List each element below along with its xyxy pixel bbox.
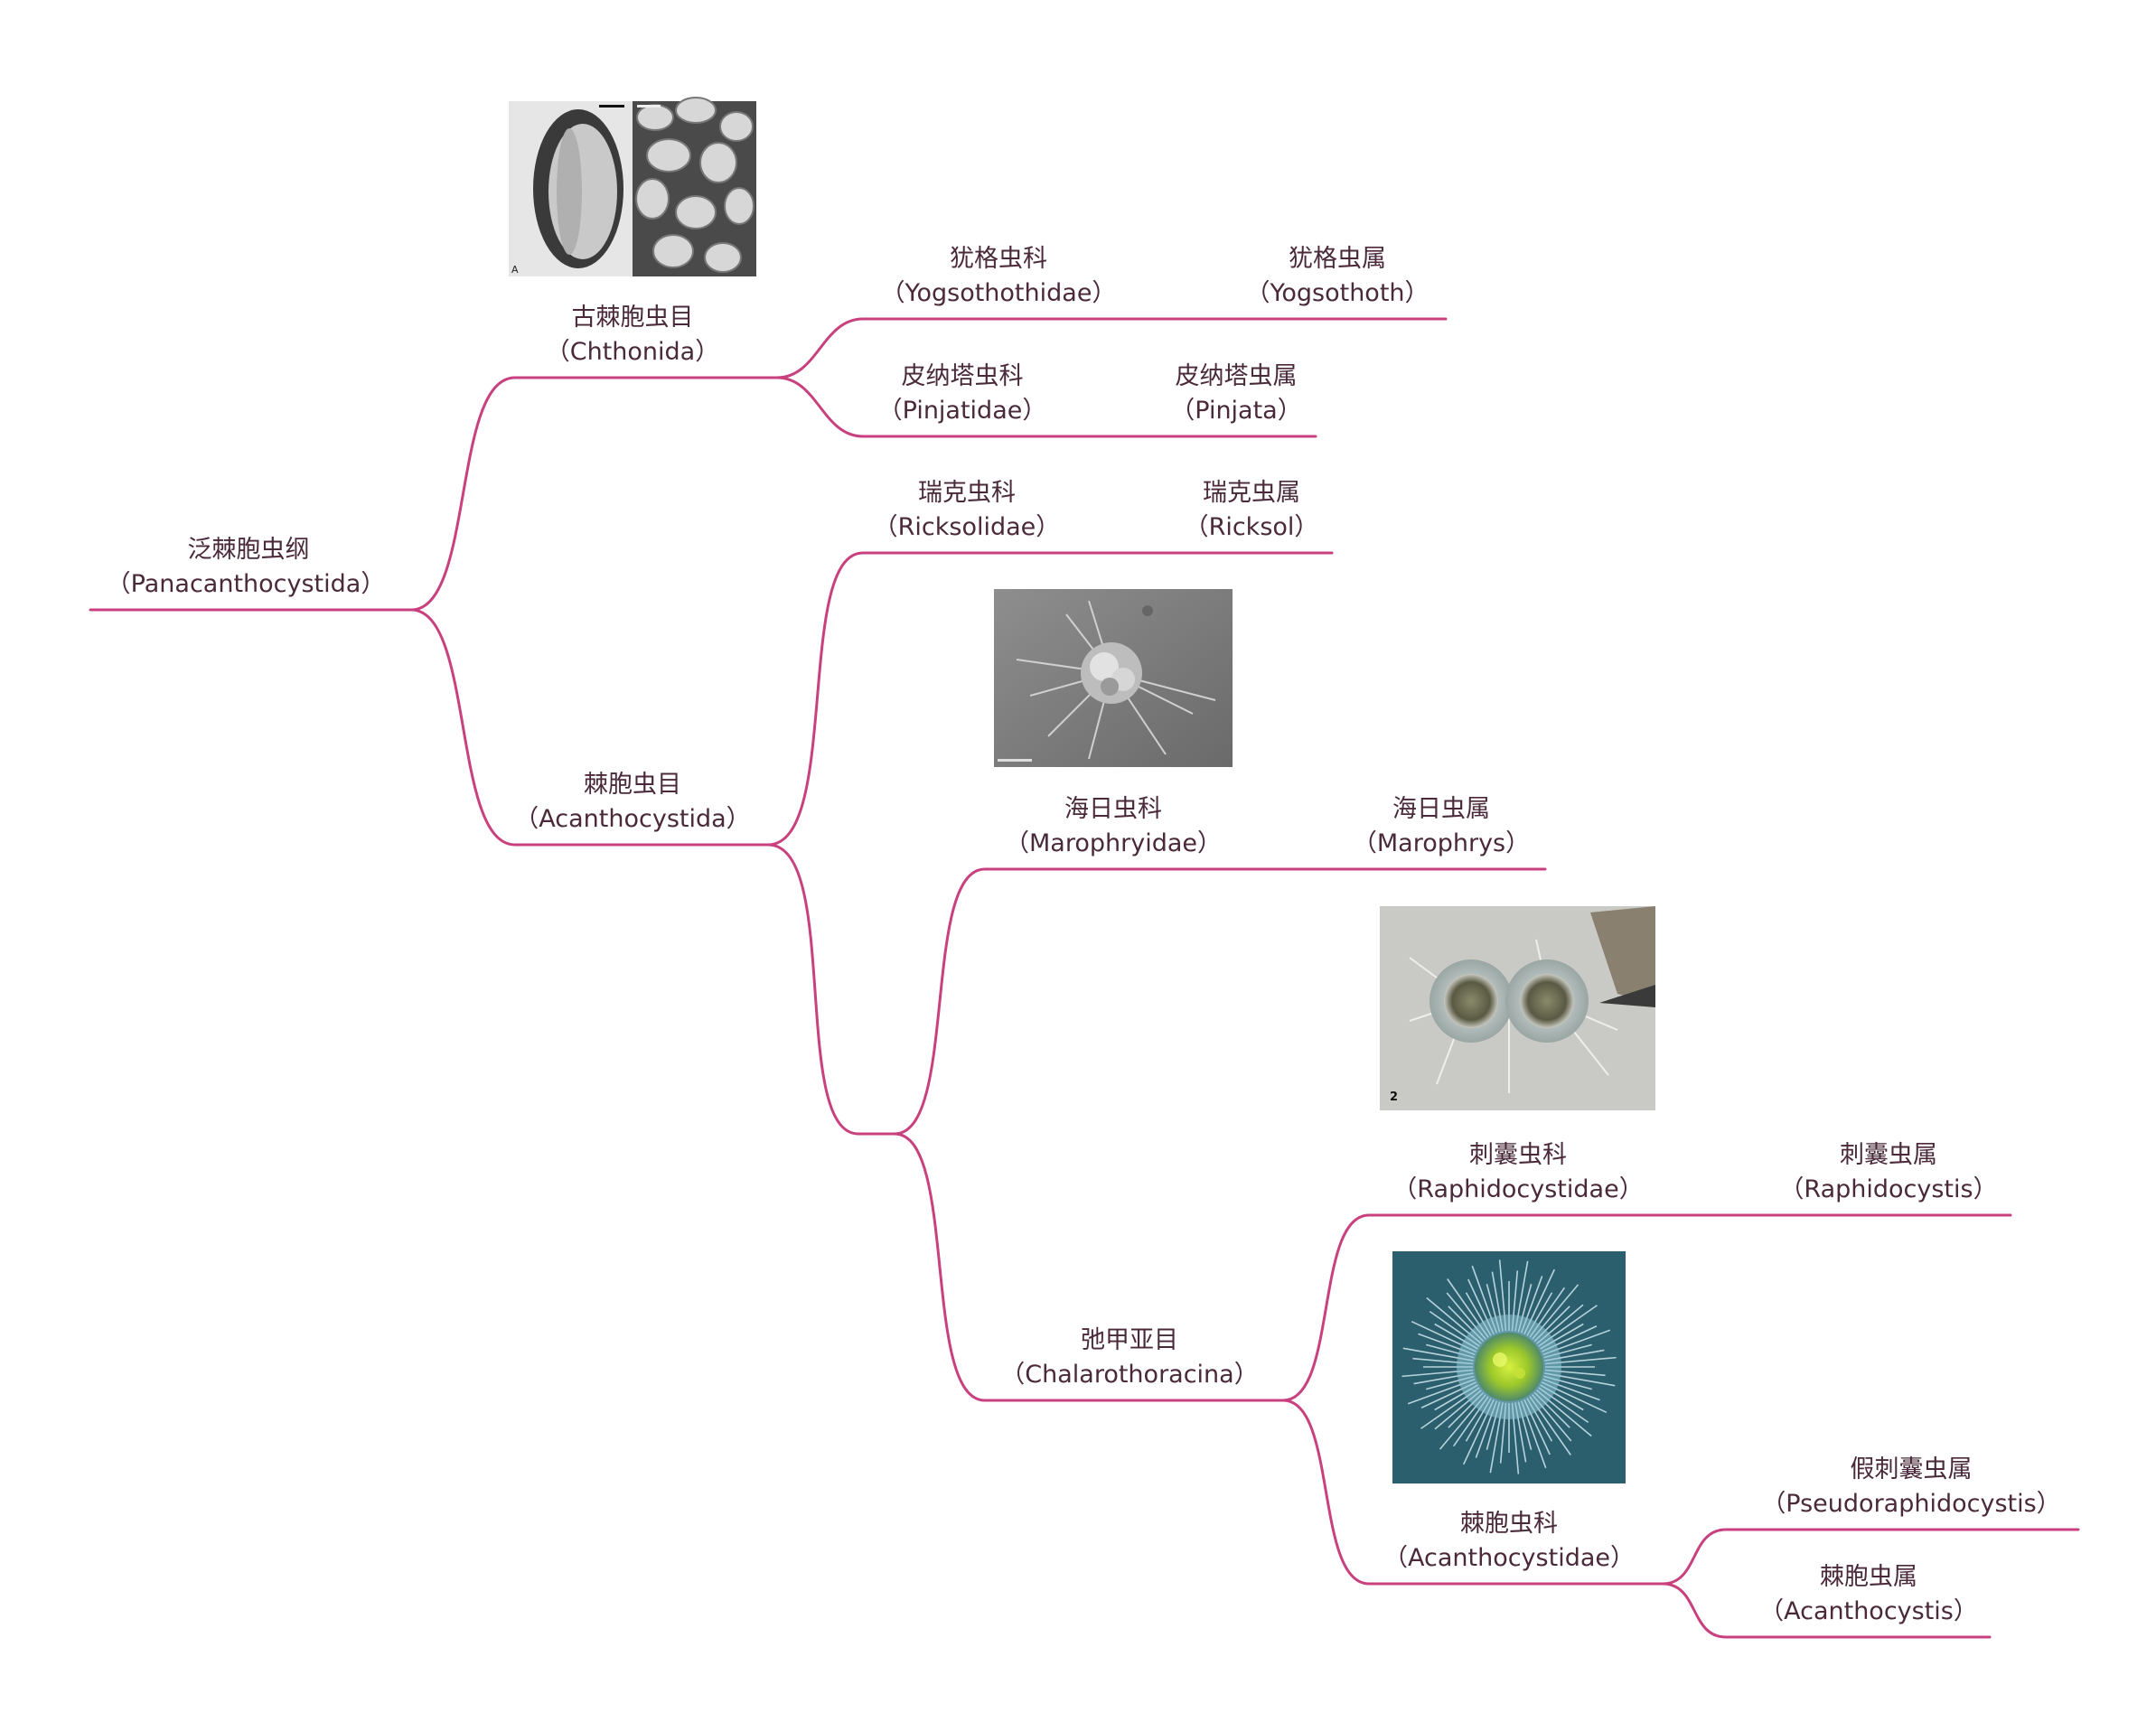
node-latin-name: （Panacanthocystida） [107,570,386,598]
node-cn-name: 皮纳塔虫属 [1176,362,1298,390]
node-latin-name: （Chthonida） [546,338,719,366]
node-cn-name: 犹格虫属 [1289,245,1386,273]
node-root: 泛棘胞虫纲 （Panacanthocystida） [107,536,386,598]
node-cn-name: 皮纳塔虫科 [902,362,1024,390]
node-cn-name: 瑞克虫属 [1203,479,1300,507]
node-cn-name: 犹格虫科 [950,245,1047,273]
node-pinjatidae: 皮纳塔虫科 （Pinjatidae） [878,362,1047,425]
node-yogsothoth: 犹格虫属 （Yogsothoth） [1245,245,1429,307]
node-ricksol: 瑞克虫属 （Ricksol） [1185,479,1319,541]
node-latin-name: （Marophrys） [1353,829,1530,857]
node-latin-name: （Ricksolidae） [874,513,1061,541]
branch-chalarothoracina-raphidocystidae [1281,1213,2012,1402]
branch-junction-marophryidae [893,867,1547,1136]
node-cn-name: 棘胞虫目 [584,771,681,799]
node-cn-name: 棘胞虫属 [1820,1563,1917,1591]
marophryidae-photo [994,589,1233,767]
branch-root-acanthocystida [409,608,770,847]
node-latin-name: （Acanthocystida） [514,805,750,833]
node-latin-name: （Ricksol） [1185,513,1319,541]
node-pinjata: 皮纳塔虫属 （Pinjata） [1170,362,1301,425]
node-latin-name: （Pseudoraphidocystis） [1761,1490,2060,1518]
node-acanthocystida: 棘胞虫目 （Acanthocystida） [514,771,750,833]
node-cn-name: 刺囊虫科 [1469,1141,1567,1169]
node-cn-name: 棘胞虫科 [1460,1510,1558,1538]
branch-root-chthonida [409,376,779,612]
svg-text:A: A [511,264,519,276]
node-chthonida: 古棘胞虫目 （Chthonida） [546,304,719,366]
branch-acanthocystida-junction [766,843,896,1136]
node-marophryidae: 海日虫科 （Marophryidae） [1005,795,1222,857]
node-latin-name: （Chalarothoracina） [1000,1361,1258,1389]
node-latin-name: （Yogsothothidae） [881,279,1117,307]
branch-acanthocystida-ricksolidae [766,551,1334,847]
node-latin-name: （Marophryidae） [1005,829,1222,857]
branch-chthonida-yogsothothidae [775,317,1448,379]
node-latin-name: （Acanthocystis） [1759,1597,1978,1625]
node-raphidocystidae: 刺囊虫科 （Raphidocystidae） [1392,1141,1643,1203]
node-latin-name: （Raphidocystidae） [1392,1175,1643,1203]
branch-chalarothoracina-acanthocystidae [1281,1399,1664,1586]
branch-acanthocystidae-pseudoraphidocystis [1661,1528,2080,1586]
node-yogsothothidae: 犹格虫科 （Yogsothothidae） [881,245,1117,307]
node-cn-name: 泛棘胞虫纲 [188,536,310,564]
svg-text:2: 2 [1390,1090,1398,1104]
node-latin-name: （Acanthocystidae） [1383,1544,1635,1572]
node-pseudoraphidocystis: 假刺囊虫属 （Pseudoraphidocystis） [1761,1455,2060,1518]
acanthocystidae-photo [1392,1251,1626,1483]
node-latin-name: （Pinjatidae） [878,397,1047,425]
node-latin-name: （Raphidocystis） [1779,1175,1997,1203]
node-cn-name: 刺囊虫属 [1840,1141,1937,1169]
node-latin-name: （Pinjata） [1170,397,1301,425]
node-cn-name: 海日虫属 [1392,795,1490,823]
node-chalarothoracina: 弛甲亚目 （Chalarothoracina） [1000,1326,1258,1389]
node-raphidocystis: 刺囊虫属 （Raphidocystis） [1779,1141,1997,1203]
branches [89,317,2080,1639]
branch-junction-chalarothoracina [893,1132,1285,1402]
chthonida-photo: A [509,97,756,276]
node-cn-name: 瑞克虫科 [918,479,1016,507]
branch-chthonida-pinjatidae [775,376,1317,438]
node-ricksolidae: 瑞克虫科 （Ricksolidae） [874,479,1061,541]
node-cn-name: 海日虫科 [1064,795,1162,823]
node-cn-name: 假刺囊虫属 [1851,1455,1973,1483]
branch-acanthocystidae-acanthocystis [1661,1582,1992,1639]
node-latin-name: （Yogsothoth） [1245,279,1429,307]
node-acanthocystis: 棘胞虫属 （Acanthocystis） [1759,1563,1978,1625]
node-acanthocystidae: 棘胞虫科 （Acanthocystidae） [1383,1510,1635,1572]
node-marophrys: 海日虫属 （Marophrys） [1353,795,1530,857]
raphidocystidae-photo: 2 [1380,906,1655,1110]
node-cn-name: 弛甲亚目 [1081,1326,1178,1354]
node-cn-name: 古棘胞虫目 [572,304,694,332]
